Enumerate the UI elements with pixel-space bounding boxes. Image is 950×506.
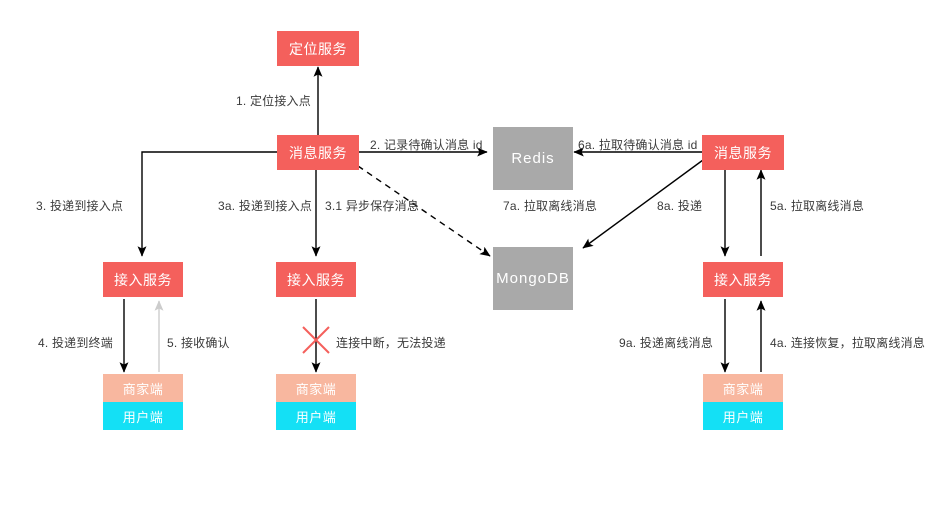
node-access-service-1[interactable]: 接入服务 [103,262,183,297]
client-stack-1[interactable]: 商家端 用户端 [103,374,183,430]
node-message-service-right[interactable]: 消息服务 [702,135,784,170]
client-2-user[interactable]: 用户端 [276,402,356,430]
edge-label-3-1: 3.1 异步保存消息 [325,199,420,213]
node-access-service-1-label: 接入服务 [114,271,172,288]
edge-label-5a: 5a. 拉取离线消息 [770,199,865,213]
node-mongodb-label: MongoDB [496,270,570,287]
node-access-service-3-label: 接入服务 [714,271,772,288]
client-3-merchant-label: 商家端 [722,381,764,397]
edge-label-8a: 8a. 投递 [657,199,703,213]
edge-label-1: 1. 定位接入点 [236,94,311,108]
edge-label-4: 4. 投递到终端 [38,336,113,350]
node-access-service-2[interactable]: 接入服务 [276,262,356,297]
client-1-merchant-label: 商家端 [122,381,164,397]
client-stack-2[interactable]: 商家端 用户端 [276,374,356,430]
edge-label-6a: 6a. 拉取待确认消息 id [578,138,698,152]
client-1-user[interactable]: 用户端 [103,402,183,430]
edge-label-2: 2. 记录待确认消息 id [370,138,483,152]
edge-label-blocked: 连接中断，无法投递 [336,336,446,350]
edge-label-5: 5. 接收确认 [167,336,230,350]
node-access-service-3[interactable]: 接入服务 [703,262,783,297]
node-message-service-left-label: 消息服务 [289,144,347,161]
client-3-user[interactable]: 用户端 [703,402,783,430]
node-message-service-right-label: 消息服务 [714,144,772,161]
client-3-user-label: 用户端 [722,409,764,425]
edge-label-9a: 9a. 投递离线消息 [619,336,714,350]
connector-3-1-async-save [357,165,491,257]
edge-label-7a: 7a. 拉取离线消息 [503,199,598,213]
connector-7a-pull-offline-msgs [582,159,704,249]
node-mongodb[interactable]: MongoDB [493,247,573,310]
node-redis[interactable]: Redis [493,127,573,190]
client-2-merchant-label: 商家端 [295,381,337,397]
cross-icon-stroke-b [302,326,330,354]
client-2-merchant[interactable]: 商家端 [276,374,356,402]
client-3-merchant[interactable]: 商家端 [703,374,783,402]
node-access-service-2-label: 接入服务 [287,271,345,288]
node-locate-service-label: 定位服务 [289,40,347,57]
client-2-user-label: 用户端 [295,409,337,425]
edge-label-4a: 4a. 连接恢复，拉取离线消息 [770,336,926,350]
edge-label-3a: 3a. 投递到接入点 [218,199,313,213]
node-redis-label: Redis [511,150,555,167]
client-stack-3[interactable]: 商家端 用户端 [703,374,783,430]
client-1-user-label: 用户端 [122,409,164,425]
connector-3-deliver-to-access [137,151,278,257]
client-1-merchant[interactable]: 商家端 [103,374,183,402]
edge-label-3: 3. 投递到接入点 [36,199,124,213]
node-message-service-left[interactable]: 消息服务 [277,135,359,170]
node-locate-service[interactable]: 定位服务 [277,31,359,66]
